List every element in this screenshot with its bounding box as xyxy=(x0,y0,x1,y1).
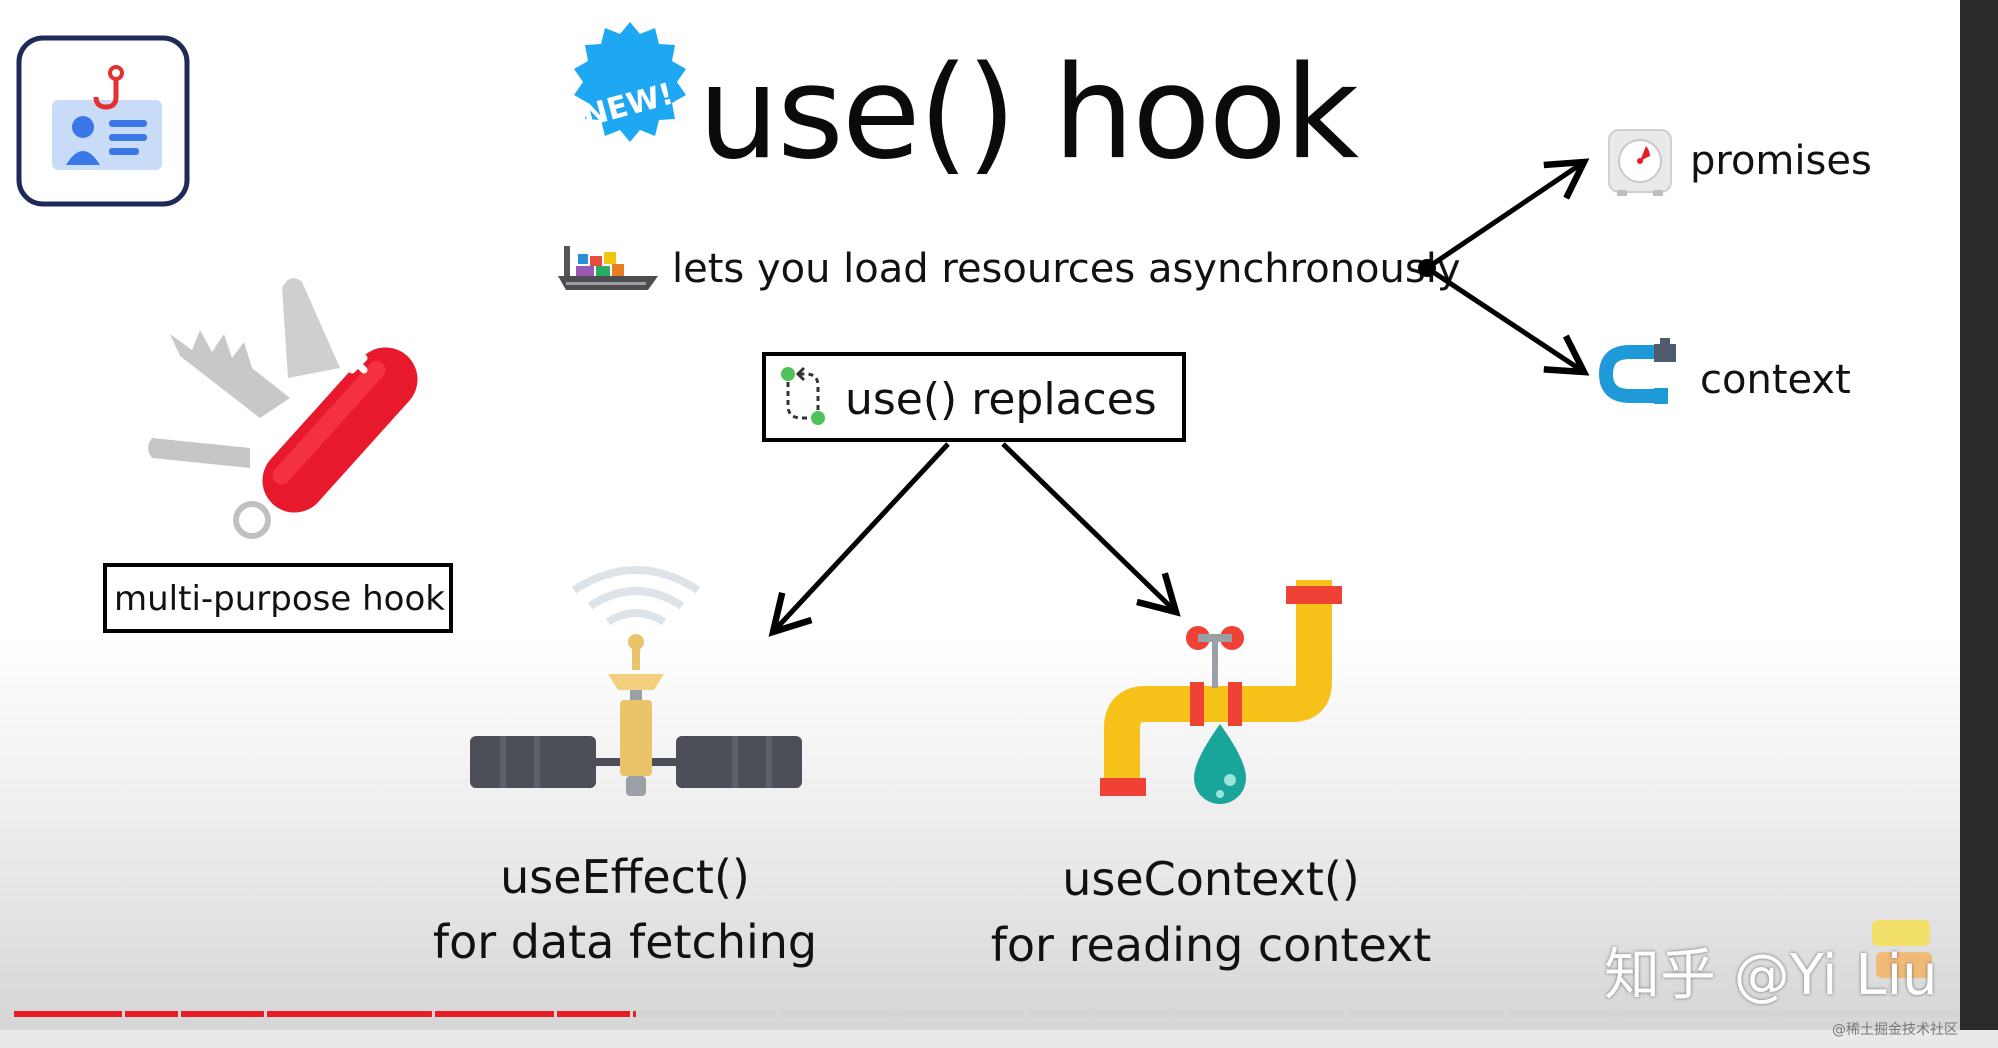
progress-segment[interactable] xyxy=(435,1011,554,1017)
faucet-icon xyxy=(1100,580,1342,804)
replaces-label: use() replaces xyxy=(845,374,1157,425)
progress-segment[interactable] xyxy=(267,1011,432,1017)
credit-label: @稀土掘金技术社区 xyxy=(1832,1022,1958,1038)
window-edge xyxy=(1960,0,1998,1048)
branch-promises-label: promises xyxy=(1690,138,1872,184)
useeffect-name: useEffect() xyxy=(500,850,750,904)
usecontext-description: for reading context xyxy=(990,918,1432,972)
progress-segment[interactable] xyxy=(125,1011,178,1017)
progress-segment[interactable] xyxy=(14,1011,122,1017)
slide: NEW! use() hook lets you load resources … xyxy=(0,0,1960,1030)
channel-logo-icon xyxy=(16,35,190,207)
progress-segment[interactable] xyxy=(779,1011,894,1017)
progress-segment[interactable] xyxy=(1617,1011,1774,1017)
swap-flow-icon xyxy=(781,366,825,425)
timer-icon xyxy=(1608,129,1672,196)
ship-icon xyxy=(558,246,658,290)
player-controls-strip xyxy=(0,1030,1998,1048)
replaces-box xyxy=(762,352,1186,442)
subscribe-badge-icon xyxy=(1872,920,1932,978)
swiss-knife-icon xyxy=(148,278,418,539)
progress-segment[interactable] xyxy=(1175,1011,1344,1017)
progress-segment[interactable] xyxy=(557,1011,630,1017)
progress-segment[interactable] xyxy=(1095,1011,1172,1017)
progress-segment[interactable] xyxy=(633,1011,637,1017)
page-title: use() hook xyxy=(698,39,1359,188)
useeffect-description: for data fetching xyxy=(432,915,818,969)
multi-purpose-label: multi-purpose hook xyxy=(114,579,445,619)
video-progress-bar[interactable] xyxy=(14,1011,1958,1017)
progress-segment[interactable] xyxy=(1027,1011,1092,1017)
usecontext-name: useContext() xyxy=(1062,852,1360,906)
satellite-icon xyxy=(470,566,802,796)
branch-context-label: context xyxy=(1700,357,1851,403)
progress-segment[interactable] xyxy=(1507,1011,1614,1017)
progress-segment[interactable] xyxy=(1347,1011,1504,1017)
subtitle: lets you load resources asynchronously xyxy=(672,246,1461,292)
progress-segment[interactable] xyxy=(181,1011,264,1017)
watermark: 知乎 @Yi Liu xyxy=(1604,943,1938,1008)
multi-purpose-box xyxy=(103,563,453,633)
new-badge-icon xyxy=(574,22,686,142)
pipe-icon xyxy=(1598,338,1676,404)
progress-segment[interactable] xyxy=(897,1011,1024,1017)
progress-segment[interactable] xyxy=(636,1011,776,1017)
progress-segment[interactable] xyxy=(1777,1011,1958,1017)
branch-arrows xyxy=(768,158,1590,637)
